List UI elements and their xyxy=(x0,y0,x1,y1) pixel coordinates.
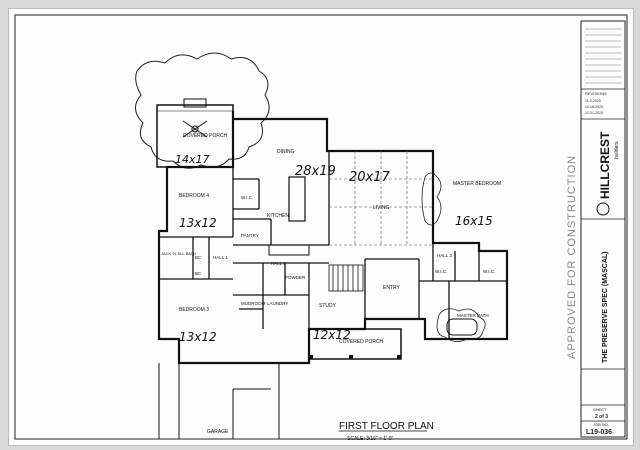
interior-walls xyxy=(159,119,507,339)
porch-columns xyxy=(309,355,401,359)
revision-date-3: 12-21-2020 xyxy=(585,111,603,115)
room-label-dining: DINING xyxy=(277,149,295,155)
porch-fireplace xyxy=(183,98,207,108)
approval-stamp: APPROVED FOR CONSTRUCTION xyxy=(566,155,578,359)
room-label-garage: GARAGE xyxy=(207,429,229,435)
house-outline xyxy=(157,111,509,365)
handwritten-dim-living: 20x17 xyxy=(349,170,391,185)
room-label-wic-3: W.I.C. xyxy=(483,269,495,274)
room-label-master-bedroom: MASTER BEDROOM xyxy=(453,181,501,187)
revision-date-1: 11-2-2020 xyxy=(585,99,601,103)
ceiling-fan-icon xyxy=(182,120,208,138)
plan-scale: SCALE: 3/16" = 1'-0" xyxy=(347,436,394,442)
room-label-bc-1: BC xyxy=(195,255,202,260)
sheet-value: 2 of 3 xyxy=(595,414,608,420)
room-label-study: STUDY xyxy=(319,303,337,309)
kitchen-island xyxy=(288,176,306,222)
garage-walls xyxy=(158,363,280,439)
handwritten-dim-bedroom-b: 13x12 xyxy=(179,330,217,344)
room-label-bedroom-b: BEDROOM 3 xyxy=(179,307,209,313)
room-label-wic-1: W.I.C. xyxy=(241,195,253,200)
brand-subtitle: builders xyxy=(614,141,620,159)
project-name: THE PRESERVE SPEC (MASCAL) xyxy=(602,252,609,364)
handwritten-dim-study: 12x12 xyxy=(313,328,351,342)
sheet-border xyxy=(14,14,628,440)
sheet-label: SHEET xyxy=(593,407,607,412)
job-number-label: JOB NO. xyxy=(593,422,609,427)
room-label-pantry: PANTRY xyxy=(241,233,259,238)
room-label-covered-porch-front: COVERED PORCH xyxy=(339,339,384,345)
room-label-entry: ENTRY xyxy=(383,285,401,291)
title-block xyxy=(580,20,626,438)
ceiling-beam-lines xyxy=(329,151,433,246)
room-label-master-bath: MASTER BATH xyxy=(457,313,489,318)
handwritten-dim-porch: 14x17 xyxy=(175,153,210,166)
landscape-cloud xyxy=(135,52,270,169)
room-label-hall-b: HALL 2 xyxy=(271,261,286,266)
stairs xyxy=(328,264,364,292)
room-label-bc-2: BC xyxy=(195,271,202,276)
room-label-hall-c: HALL 3 xyxy=(437,253,452,258)
room-label-living: LIVING xyxy=(373,205,390,211)
room-label-powder: POWDER xyxy=(285,275,306,280)
window-cloud xyxy=(421,172,442,226)
room-label-jack-jill-bath: JACK 'N JILL BATH xyxy=(161,251,196,256)
front-porch-outline xyxy=(308,328,402,360)
hillcrest-logo xyxy=(596,202,610,216)
kitchen-counter xyxy=(268,244,310,256)
room-label-kitchen: KITCHEN xyxy=(267,213,289,219)
bathtub xyxy=(446,318,478,336)
room-label-mudroom: MUDROOM xyxy=(241,301,265,306)
revision-date-2: 12-18-2020 xyxy=(585,105,603,109)
room-label-hall-a: HALL 1 xyxy=(213,255,228,260)
job-number: L19-036 xyxy=(586,429,612,436)
blueprint-sheet: COVERED PORCH DINING KITCHEN LIVING MAST… xyxy=(8,8,634,446)
plan-title: FIRST FLOOR PLAN xyxy=(339,421,434,432)
floor-plan-drawing: COVERED PORCH DINING KITCHEN LIVING MAST… xyxy=(14,14,628,442)
brand-name: HILLCREST xyxy=(598,131,612,199)
room-label-laundry: LAUNDRY xyxy=(267,301,288,306)
revisions-label: REVISIONS xyxy=(585,91,607,96)
tub-cloud xyxy=(436,308,486,342)
handwritten-dim-dining: 28x19 xyxy=(295,164,336,179)
handwritten-dim-master: 16x15 xyxy=(455,214,493,228)
room-label-wic-2: W.I.C. xyxy=(435,269,447,274)
handwritten-dim-bedroom-a: 13x12 xyxy=(179,216,217,230)
room-label-covered-porch-rear: COVERED PORCH xyxy=(183,133,228,139)
room-label-bedroom-a: BEDROOM 4 xyxy=(179,193,209,199)
